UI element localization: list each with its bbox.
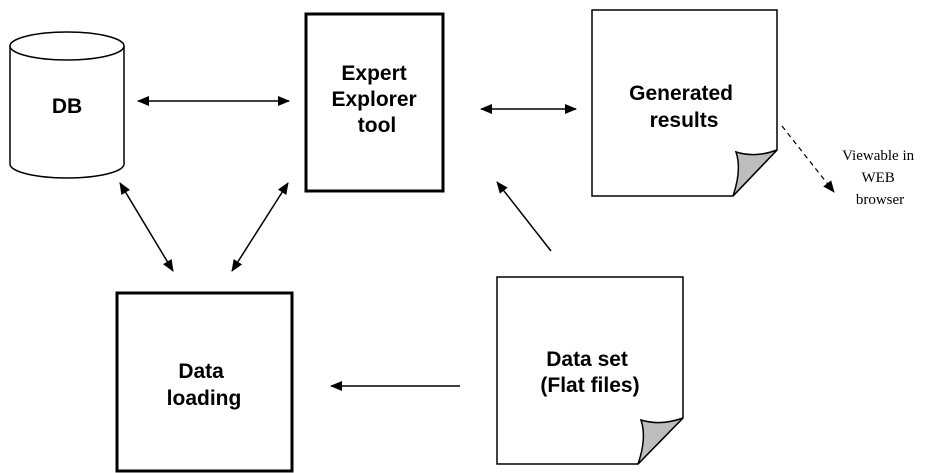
expert-explorer-tool-box: Expert Explorer tool (304, 12, 445, 193)
arrow-dataset-to-explorer (496, 181, 552, 252)
data-set-label: Data set (Flat files) (540, 348, 639, 397)
generated-results-document: Generated results (591, 9, 778, 197)
data-set-document: Data set (Flat files) (496, 276, 684, 465)
generated-results-page-curl (732, 149, 778, 197)
arrow-explorer-loading (231, 182, 289, 272)
db-cylinder: DB (9, 31, 125, 179)
arrow-db-loading (119, 182, 174, 272)
data-loading-box: Data loading (115, 291, 294, 473)
db-label: DB (52, 95, 82, 118)
generated-results-label: Generated results (629, 82, 739, 132)
db-cylinder-body (9, 46, 125, 179)
expert-explorer-tool-rect (304, 12, 445, 193)
arrow-results-to-browser (781, 125, 835, 193)
data-loading-label: Data loading (167, 360, 242, 410)
expert-explorer-tool-label: Expert Explorer tool (331, 62, 422, 137)
db-cylinder-top (9, 31, 125, 61)
viewable-note-label: Viewable in WEB browser (842, 148, 918, 208)
data-loading-rect (115, 291, 294, 473)
data-set-page-curl (637, 417, 684, 465)
